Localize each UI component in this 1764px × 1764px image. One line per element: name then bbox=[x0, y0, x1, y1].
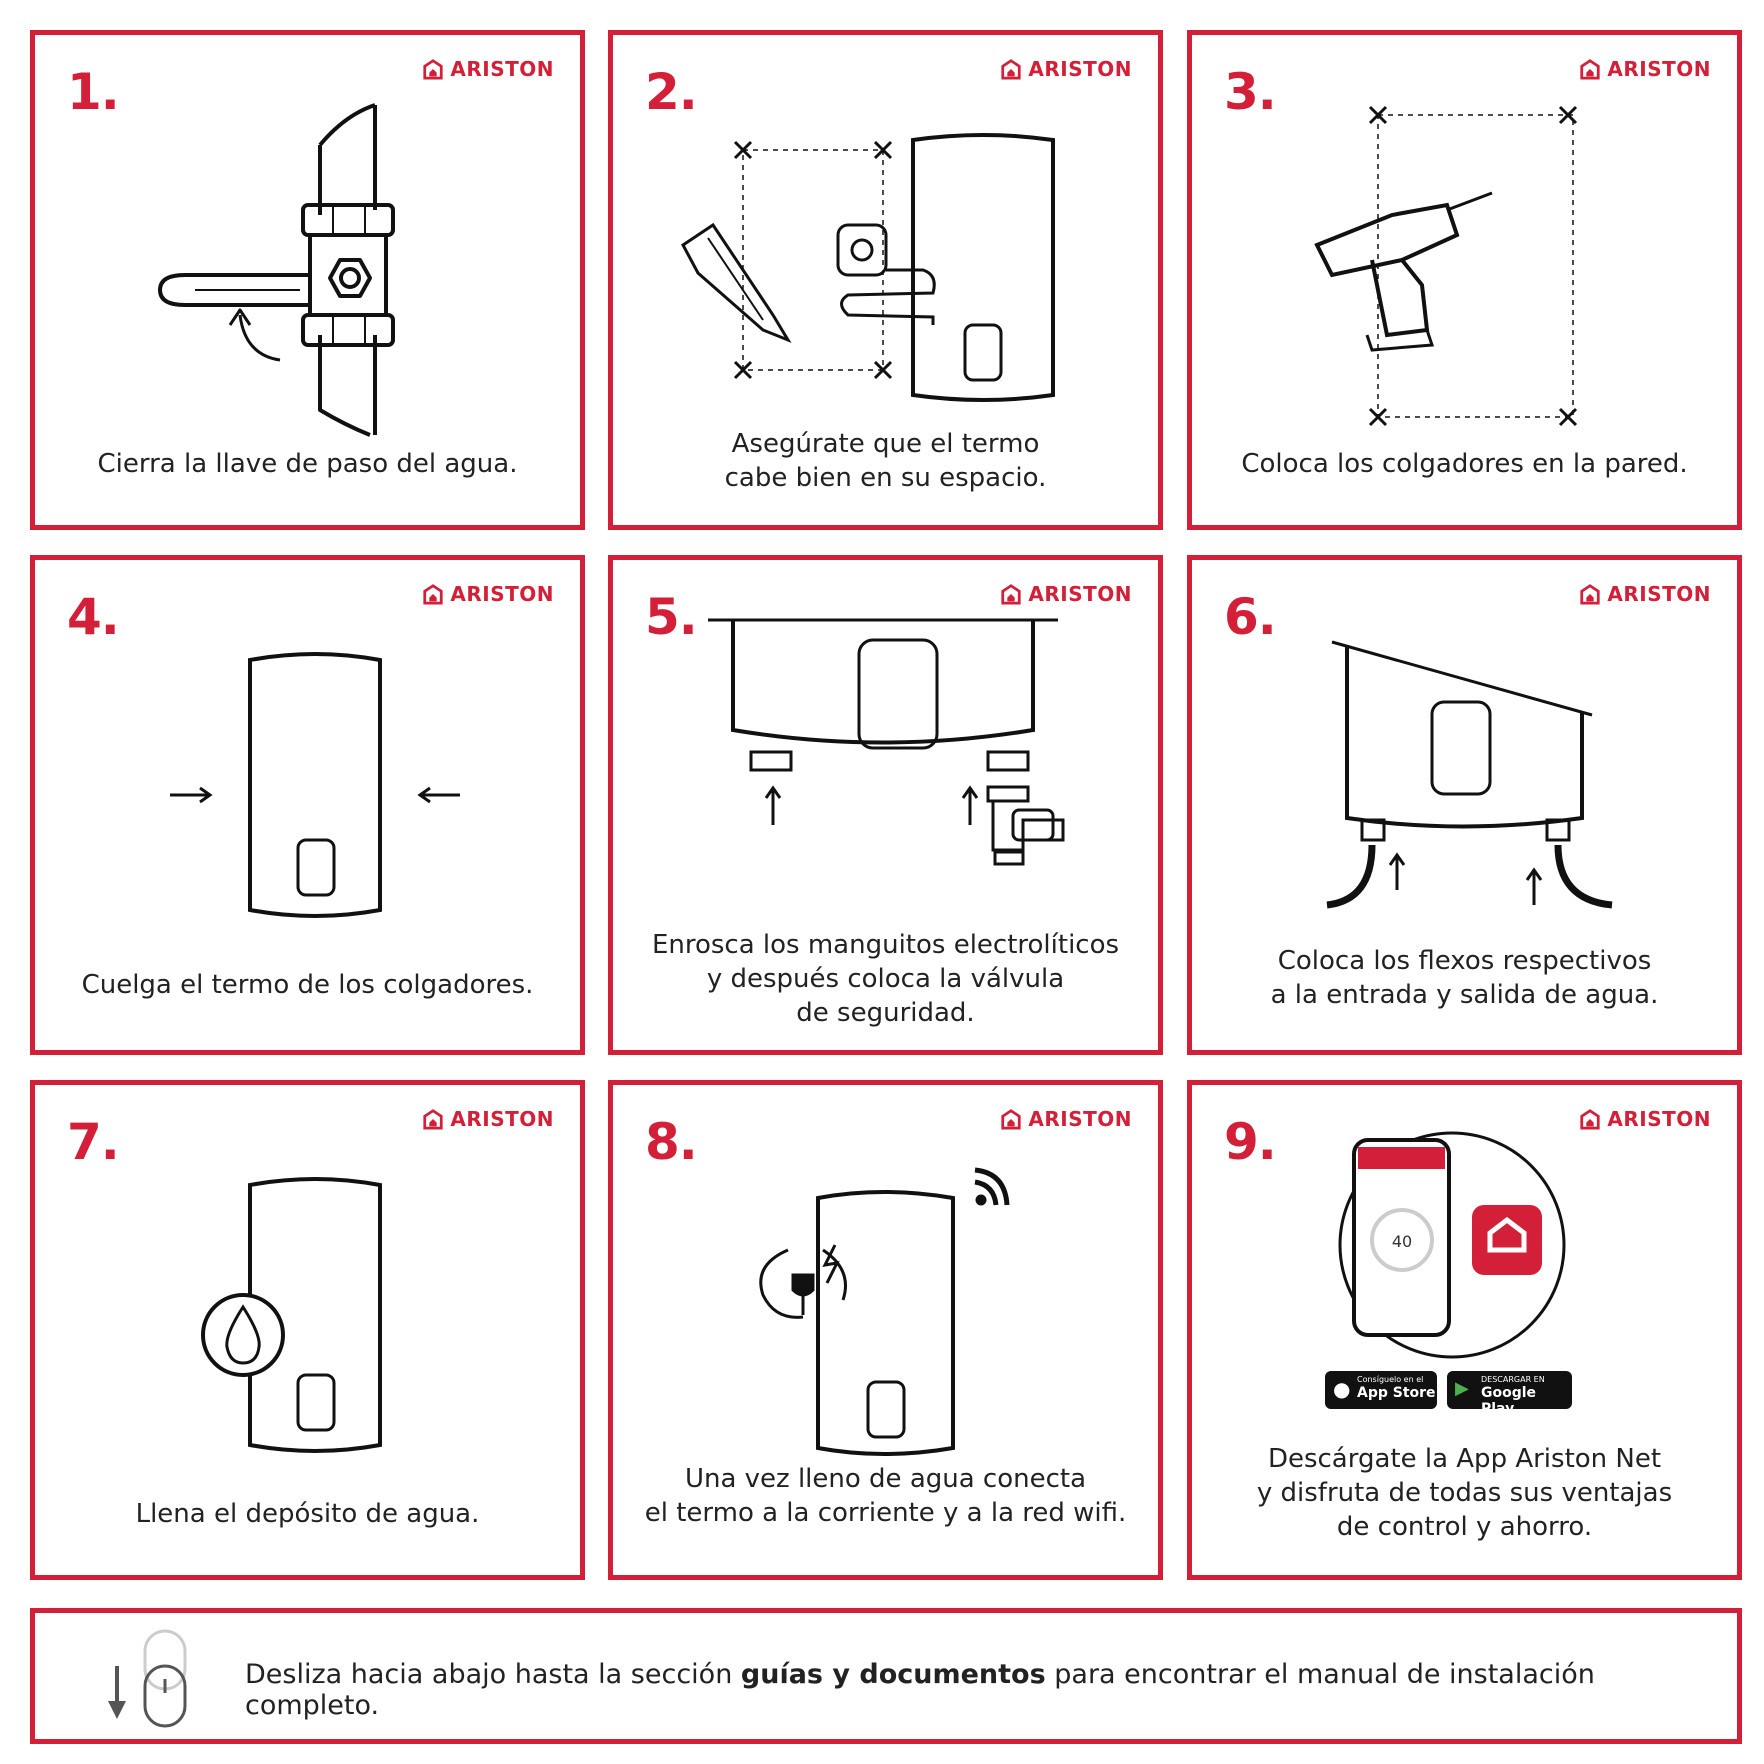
step-3-panel: 3. ARISTON Coloca los colgadores en la p… bbox=[1187, 30, 1742, 530]
step-number: 7. bbox=[67, 1113, 120, 1171]
ariston-logo: ARISTON bbox=[422, 582, 554, 606]
step-caption: Coloca los colgadores en la pared. bbox=[1241, 449, 1688, 479]
ariston-logo: ARISTON bbox=[1579, 582, 1711, 606]
app-temperature: 40 bbox=[1392, 1232, 1412, 1251]
google-play-icon: ▶ bbox=[1455, 1378, 1469, 1399]
ariston-logo: ARISTON bbox=[422, 57, 554, 81]
ariston-house-icon bbox=[1001, 584, 1022, 605]
ariston-house-icon bbox=[1580, 59, 1601, 80]
step-caption: Asegúrate que el termo cabe bien en su e… bbox=[724, 429, 1047, 493]
step-caption: Enrosca los manguitos electrolíticos y d… bbox=[651, 930, 1120, 1028]
ariston-house-icon bbox=[1580, 584, 1601, 605]
scroll-down-icon bbox=[108, 1629, 187, 1728]
step-number: 6. bbox=[1224, 588, 1277, 646]
ariston-logo: ARISTON bbox=[1000, 582, 1132, 606]
ariston-house-icon bbox=[423, 584, 444, 605]
water-heater-icon bbox=[170, 652, 460, 918]
step-caption: Una vez lleno de agua conecta el termo a… bbox=[644, 1464, 1127, 1528]
plug-wifi-icon bbox=[759, 1167, 1010, 1456]
hoses-icon bbox=[1326, 640, 1613, 909]
step-7-panel: 7. ARISTON Llena el depósito de agua. bbox=[30, 1080, 585, 1580]
step-caption: Descárgate la App Ariston Net y disfruta… bbox=[1256, 1444, 1673, 1542]
step-caption: Llena el depósito de agua. bbox=[135, 1499, 480, 1529]
step-number: 9. bbox=[1224, 1113, 1277, 1171]
step-number: 4. bbox=[67, 588, 120, 646]
safety-valve-icon bbox=[708, 618, 1065, 866]
ariston-logo: ARISTON bbox=[1000, 1107, 1132, 1131]
ariston-logo: ARISTON bbox=[422, 1107, 554, 1131]
step-4-panel: 4. ARISTON Cuelga el termo de los colgad… bbox=[30, 555, 585, 1055]
ariston-house-icon bbox=[1001, 1109, 1022, 1130]
footer-banner: Desliza hacia abajo hasta la sección guí… bbox=[30, 1608, 1742, 1744]
ariston-logo: ARISTON bbox=[1000, 57, 1132, 81]
step-caption: Coloca los flexos respectivos a la entra… bbox=[1270, 946, 1659, 1010]
ariston-house-icon bbox=[423, 59, 444, 80]
step-caption: Cierra la llave de paso del agua. bbox=[97, 449, 518, 479]
google-play-badge[interactable]: ▶ DESCARGAR EN Google Play bbox=[1447, 1371, 1572, 1417]
step-6-panel: 6. ARISTON Coloca los flexos respectivos… bbox=[1187, 555, 1742, 1055]
measure-icon bbox=[681, 133, 1055, 402]
drill-icon bbox=[1314, 105, 1578, 427]
step-5-panel: 5. ARISTON Enrosca los manguitos electro… bbox=[608, 555, 1163, 1055]
step-2-panel: 2. ARISTON Asegúrate que el termo cabe b… bbox=[608, 30, 1163, 530]
ariston-logo: ARISTON bbox=[1579, 1107, 1711, 1131]
ariston-house-icon bbox=[1001, 59, 1022, 80]
ariston-logo: ARISTON bbox=[1579, 57, 1711, 81]
phone-app-icon: 40 bbox=[1338, 1131, 1566, 1359]
step-8-panel: 8. ARISTON Una vez lleno de agua conecta… bbox=[608, 1080, 1163, 1580]
step-number: 5. bbox=[645, 588, 698, 646]
footer-text: Desliza hacia abajo hasta la sección guí… bbox=[245, 1659, 1595, 1721]
ariston-house-icon bbox=[1580, 1109, 1601, 1130]
step-number: 2. bbox=[645, 63, 698, 121]
ariston-house-icon bbox=[423, 1109, 444, 1130]
step-9-panel: 9. ARISTON 40 ● Consíguelo en el App Sto… bbox=[1187, 1080, 1742, 1580]
step-caption: Cuelga el termo de los colgadores. bbox=[81, 970, 534, 1000]
step-number: 8. bbox=[645, 1113, 698, 1171]
water-drop-icon bbox=[201, 1177, 382, 1453]
step-1-panel: 1. ARISTON Cierra la llave de paso del a… bbox=[30, 30, 585, 530]
step-number: 3. bbox=[1224, 63, 1277, 121]
app-store-badge[interactable]: ● Consíguelo en el App Store bbox=[1325, 1371, 1437, 1409]
step-number: 1. bbox=[67, 63, 120, 121]
apple-icon: ● bbox=[1333, 1377, 1351, 1401]
valve-icon bbox=[158, 103, 395, 437]
